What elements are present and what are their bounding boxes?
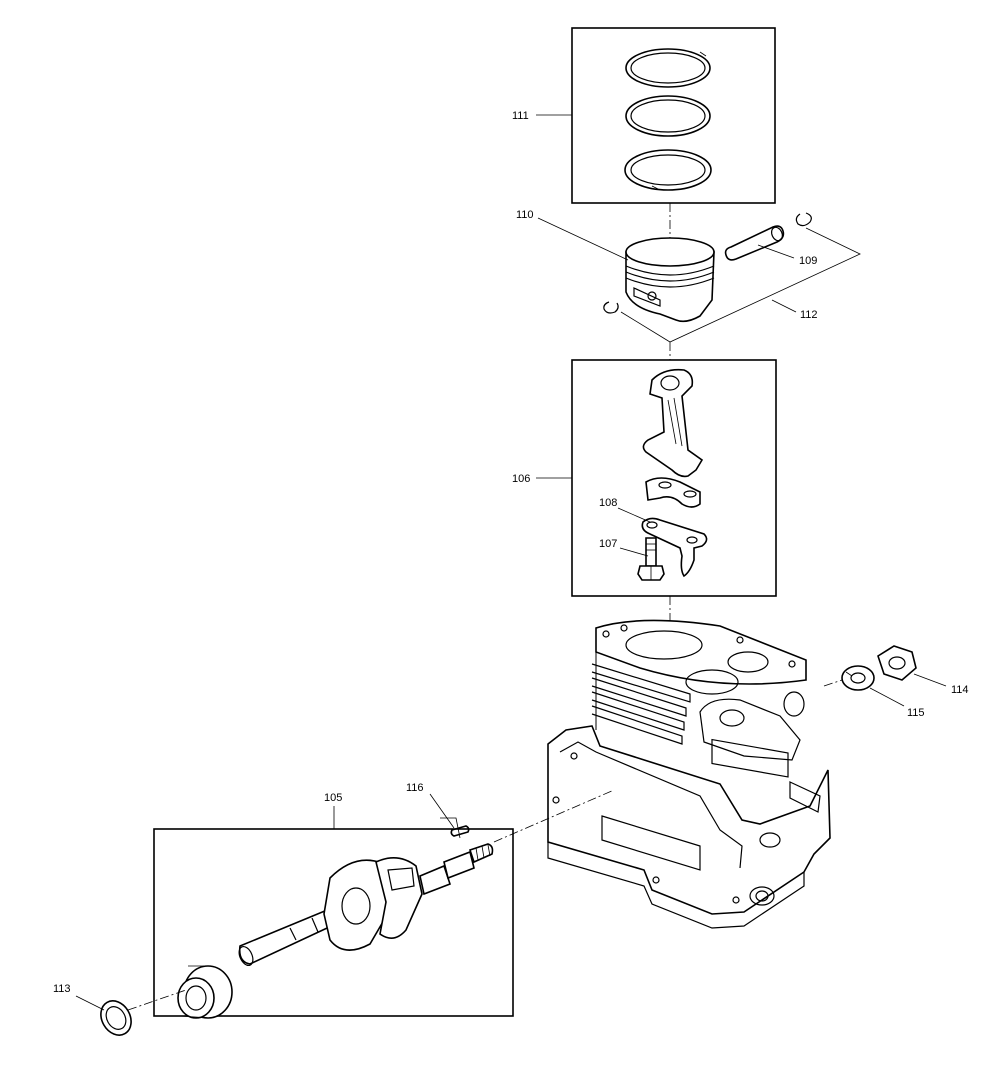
piston-ring-1[interactable] xyxy=(625,48,711,88)
piston-rings-box xyxy=(571,27,776,204)
callout-116: 116 xyxy=(406,782,424,794)
connecting-rod[interactable] xyxy=(642,368,704,478)
callout-113: 113 xyxy=(53,983,71,995)
piston[interactable] xyxy=(625,237,715,323)
callout-110: 110 xyxy=(516,209,534,221)
assembly-axis-line xyxy=(127,989,187,1011)
leader-108 xyxy=(617,507,651,523)
callout-114: 114 xyxy=(951,684,969,696)
oil-seal[interactable] xyxy=(95,995,137,1040)
leader-116 xyxy=(429,793,455,829)
piston-kit-bracket xyxy=(620,227,861,343)
oil-dipper-plate[interactable] xyxy=(641,517,708,578)
piston-ring-3[interactable] xyxy=(624,149,712,191)
leader-114 xyxy=(913,673,947,687)
callout-115: 115 xyxy=(907,707,925,719)
piston-ring-2[interactable] xyxy=(625,95,711,137)
connecting-rod-group[interactable] xyxy=(571,359,777,597)
leader-113 xyxy=(75,995,105,1011)
crankshaft[interactable] xyxy=(236,843,494,968)
callout-111: 111 xyxy=(512,110,529,122)
callout-108: 108 xyxy=(599,497,617,509)
callout-106: 106 xyxy=(512,473,530,485)
leader-112 xyxy=(771,299,797,313)
leader-115 xyxy=(869,687,905,707)
piston-pin-clip-right[interactable] xyxy=(795,212,812,227)
callout-105: 105 xyxy=(324,792,342,804)
leader-109 xyxy=(757,244,795,259)
crankcase[interactable] xyxy=(547,619,831,929)
piston-rings-group[interactable] xyxy=(571,27,776,204)
leader-110 xyxy=(537,217,629,261)
flange-nut[interactable] xyxy=(877,645,917,681)
callout-109: 109 xyxy=(799,255,817,267)
assembly-axis-line xyxy=(823,679,843,687)
spring-washer[interactable] xyxy=(841,665,875,691)
rod-bolt[interactable] xyxy=(637,537,665,581)
crankshaft-bearing[interactable] xyxy=(177,965,233,1019)
piston-pin-clip-left[interactable] xyxy=(603,301,619,314)
callout-112: 112 xyxy=(800,309,818,321)
leader-107 xyxy=(619,547,649,557)
piston-pin[interactable] xyxy=(724,225,785,261)
assembly-axis-line xyxy=(493,789,615,843)
crankshaft-box xyxy=(153,828,514,1017)
crankshaft-group[interactable] xyxy=(153,828,514,1019)
key-leader-bracket xyxy=(440,817,461,839)
rod-cap[interactable] xyxy=(645,477,701,508)
callout-107: 107 xyxy=(599,538,617,550)
